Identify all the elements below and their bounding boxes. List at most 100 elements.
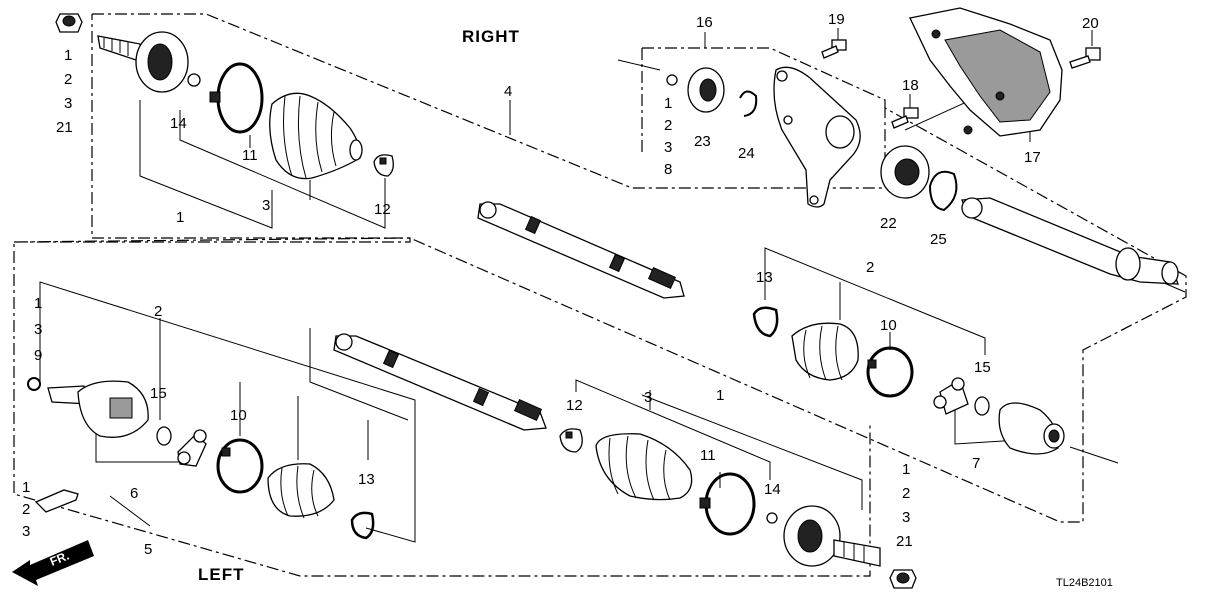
callout-1: 1 — [64, 47, 72, 64]
boot-3-top — [269, 92, 361, 180]
callout-13-left: 13 — [358, 471, 375, 488]
circlip-15-left — [156, 426, 172, 446]
callout-3-mid: 3 — [644, 389, 652, 406]
top-nut — [55, 13, 83, 33]
callout-25: 25 — [930, 231, 947, 248]
callout-2-left: 2 — [154, 303, 162, 320]
callout-8: 8 — [664, 161, 672, 178]
callout-13-right: 13 — [756, 269, 773, 286]
boot-left-inner — [267, 463, 335, 517]
right-inner-shaft — [961, 197, 1179, 285]
leader-arrow-right — [1069, 446, 1119, 464]
callout-4: 4 — [504, 83, 512, 100]
left-title: LEFT — [198, 565, 245, 584]
callout-7: 7 — [972, 455, 980, 472]
callout-17: 17 — [1024, 149, 1041, 166]
left-half-shaft — [333, 333, 547, 431]
inner-joint-housing-right — [998, 402, 1059, 455]
circlip-14-top — [187, 73, 201, 87]
callout-3: 3 — [64, 95, 72, 112]
right-title: RIGHT — [462, 27, 520, 46]
callout-9: 9 — [34, 347, 42, 364]
callout-12-top: 12 — [374, 201, 391, 218]
front-arrow: FR. — [12, 540, 94, 586]
band-13-right — [752, 306, 779, 338]
leader-1-top — [139, 100, 273, 229]
callout-1-left: 1 — [34, 295, 42, 312]
callout-14-mid: 14 — [764, 481, 781, 498]
callout-1-bracket: 1 — [664, 95, 672, 112]
callout-15-left: 15 — [150, 385, 167, 402]
callout-24: 24 — [738, 145, 755, 162]
right-inner-shaft-body — [961, 197, 1179, 285]
callout-3-left: 3 — [34, 321, 42, 338]
callout-21-bottom: 21 — [896, 533, 913, 550]
right-outer-boot — [269, 92, 363, 180]
diagram-code: TL24B2101 — [1056, 577, 1113, 589]
callout-3-clip: 3 — [22, 523, 30, 540]
right-inner-joint-group — [752, 306, 1065, 455]
leader-2-right — [764, 247, 986, 355]
circlip-8 — [666, 74, 678, 86]
bolt-20 — [1069, 47, 1101, 69]
callout-11-top: 11 — [242, 147, 258, 164]
bracket-plate — [773, 66, 861, 208]
callout-11-mid: 11 — [700, 447, 716, 464]
callout-10-right: 10 — [880, 317, 897, 334]
callout-2: 2 — [64, 71, 72, 88]
callout-14-top: 14 — [170, 115, 187, 132]
band-13-left — [350, 511, 375, 540]
right-half-shaft — [477, 201, 685, 299]
boot-clamp-12-top — [373, 154, 394, 177]
left-outer-joint-group — [559, 428, 917, 589]
bracket-outline — [642, 47, 886, 108]
callout-1-clip: 1 — [22, 479, 30, 496]
group-outlines — [13, 13, 1187, 577]
leader-7 — [954, 410, 1021, 445]
callout-18: 18 — [902, 77, 919, 94]
front-arrow-icon — [12, 540, 94, 586]
left-inner-joint-group — [27, 377, 375, 540]
callout-3-bottom: 3 — [902, 509, 910, 526]
left-lower-outline — [13, 237, 871, 577]
circlip-14-mid — [766, 512, 778, 524]
bolt-18 — [891, 107, 919, 129]
callout-21: 21 — [56, 119, 73, 136]
callout-22: 22 — [880, 215, 897, 232]
callout-19: 19 — [828, 11, 845, 28]
heat-shield-17 — [909, 7, 1063, 137]
leader-left-shaft — [309, 328, 409, 421]
bolt-19 — [821, 39, 847, 59]
callout-1-bottom: 1 — [902, 461, 910, 478]
band-10-right — [866, 346, 914, 398]
callout-3-top: 3 — [262, 197, 270, 214]
band-10-left — [216, 438, 264, 494]
boot-right-inner — [791, 322, 859, 381]
callout-23: 23 — [694, 133, 711, 150]
leader-3-mid — [575, 379, 771, 480]
callout-2-bracket: 2 — [664, 117, 672, 134]
band-11-mid — [704, 472, 756, 536]
leader-1-left — [39, 281, 416, 543]
circlip-9 — [27, 377, 41, 391]
callout-2-bottom: 2 — [902, 485, 910, 502]
bolts — [821, 39, 1101, 129]
bearing-bracket — [666, 66, 958, 212]
snap-ring-24 — [739, 90, 758, 117]
right-outer-band-clamp — [209, 62, 264, 134]
callout-3-bracket: 3 — [664, 139, 672, 156]
leader-5 — [109, 495, 151, 527]
leader-3-top — [179, 110, 386, 229]
boot-3-mid — [595, 433, 693, 501]
callout-16: 16 — [696, 14, 713, 31]
callout-12-mid: 12 — [566, 397, 583, 414]
callout-15-right: 15 — [974, 359, 991, 376]
front-label: FR. — [48, 549, 71, 569]
callout-20: 20 — [1082, 15, 1099, 32]
band-11-top — [216, 62, 264, 134]
right-outer-joint — [97, 31, 201, 93]
outer-joint-spline-mid — [833, 539, 881, 567]
callout-2-clip: 2 — [22, 501, 30, 518]
snap-ring-25 — [928, 170, 958, 212]
